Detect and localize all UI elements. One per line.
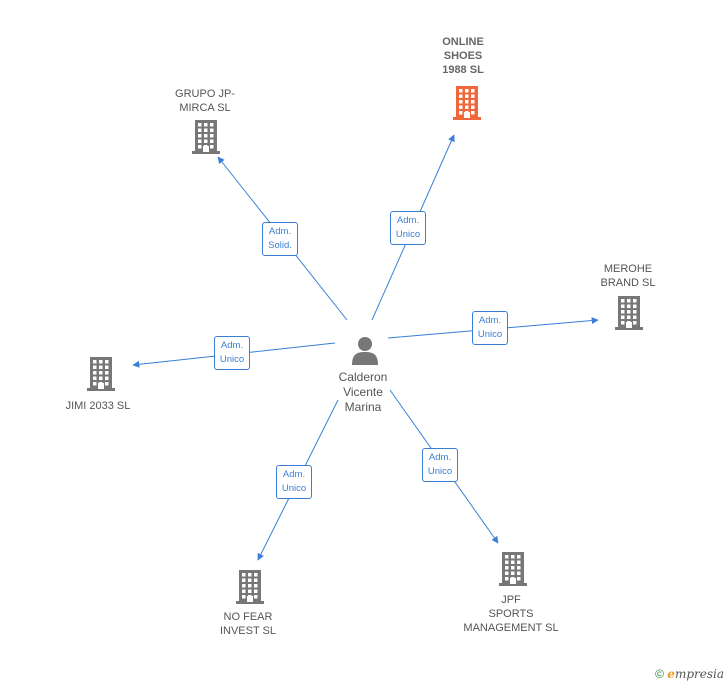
company-name-line: MEROHE — [603, 263, 653, 275]
company-name: ONLINE SHOES 1988 SL — [413, 35, 513, 77]
company-name-line: GRUPO JP- — [175, 88, 235, 100]
person-name-line: Marina — [344, 400, 382, 414]
role-badge[interactable]: Adm. Unico — [422, 448, 458, 482]
company-name-line: 1988 SL — [442, 64, 484, 76]
company-name-line: BRAND SL — [600, 277, 656, 289]
role-badge[interactable]: Adm. Unico — [214, 336, 250, 370]
company-name-line: INVEST SL — [219, 625, 277, 637]
building-icon — [614, 296, 644, 334]
role-badge[interactable]: Adm. Solid. — [262, 222, 298, 256]
role-badge-line: Unico — [219, 354, 245, 365]
building-icon — [191, 120, 221, 158]
role-badge-line: Unico — [477, 329, 503, 340]
role-badge-line: Adm. — [282, 469, 306, 480]
company-name: JIMI 2033 SL — [48, 399, 148, 413]
building-icon — [235, 570, 265, 608]
company-name: MEROHE BRAND SL — [578, 262, 678, 290]
person-name: Calderon Vicente Marina — [318, 370, 408, 415]
company-name-line: ONLINE — [442, 36, 484, 48]
role-badge[interactable]: Adm. Unico — [390, 211, 426, 245]
role-badge-line: Adm. — [478, 315, 502, 326]
role-badge[interactable]: Adm. Unico — [276, 465, 312, 499]
company-name: NO FEAR INVEST SL — [198, 610, 298, 638]
footer-brand: © empresia — [655, 667, 724, 681]
person-icon — [352, 337, 378, 365]
copyright-symbol: © — [655, 667, 664, 681]
role-badge-line: Adm. — [428, 452, 452, 463]
company-name-line: MANAGEMENT SL — [463, 622, 559, 634]
role-badge-line: Adm. — [220, 340, 244, 351]
person-name-line: Vicente — [343, 385, 383, 399]
company-name-line: MIRCA SL — [179, 102, 231, 114]
building-icon — [452, 86, 482, 124]
company-name-line: NO FEAR — [223, 611, 273, 623]
role-badge-line: Unico — [281, 483, 307, 494]
role-badge-line: Adm. — [396, 215, 420, 226]
company-name: GRUPO JP- MIRCA SL — [155, 87, 255, 115]
building-icon — [86, 357, 116, 395]
role-badge-line: Adm. — [268, 226, 292, 237]
company-name-line: SPORTS — [488, 608, 534, 620]
company-name: JPF SPORTS MANAGEMENT SL — [461, 593, 561, 635]
person-name-line: Calderon — [338, 370, 388, 384]
role-badge[interactable]: Adm. Unico — [472, 311, 508, 345]
brand-logo-mark: e — [667, 667, 675, 681]
company-name-line: SHOES — [443, 50, 483, 62]
role-badge-line: Unico — [427, 466, 453, 477]
role-badge-line: Unico — [395, 229, 421, 240]
brand-logo-text: mpresia — [674, 667, 724, 681]
brand-logo: empresia — [667, 667, 724, 681]
company-name-line: JPF — [501, 594, 521, 606]
company-name-line: JIMI 2033 SL — [65, 400, 131, 412]
role-badge-line: Solid. — [268, 240, 292, 251]
building-icon — [498, 552, 528, 590]
